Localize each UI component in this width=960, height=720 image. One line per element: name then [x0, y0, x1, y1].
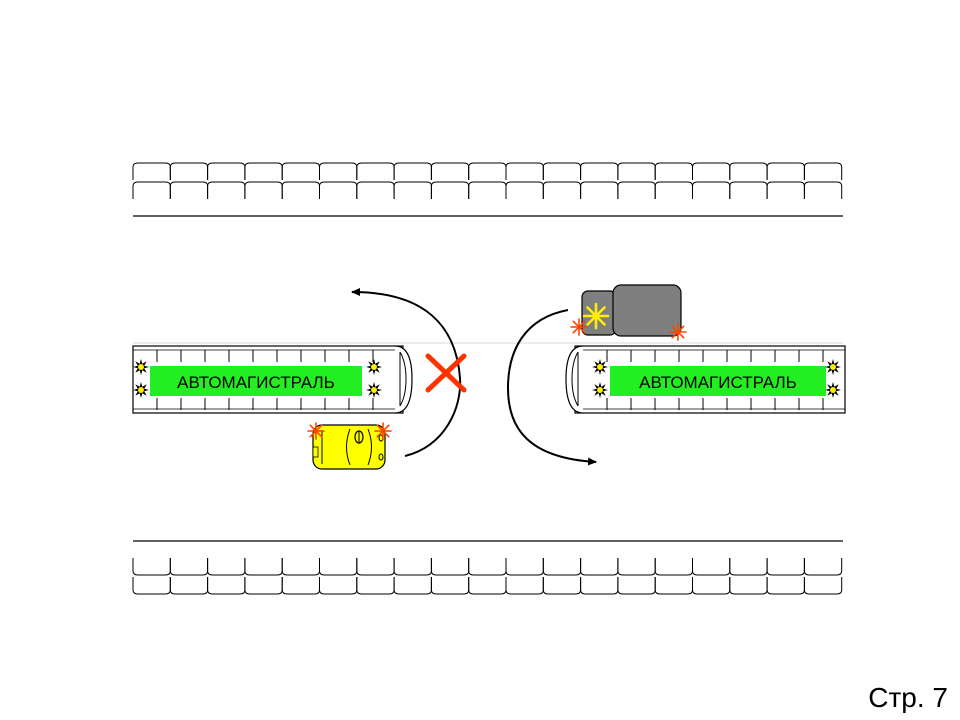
top-parking-row: [132, 162, 843, 199]
parking-space: [430, 577, 470, 595]
parking-space: [169, 577, 209, 595]
parking-space: [281, 577, 320, 595]
parking-space: [207, 558, 246, 576]
parking-space: [580, 558, 619, 576]
parking-space: [803, 181, 843, 199]
parking-space: [468, 181, 507, 199]
parking-space: [692, 181, 731, 199]
parking-space: [468, 162, 507, 180]
hazard-light-bursts: [307, 302, 687, 440]
parking-space: [542, 577, 582, 595]
parking-space: [617, 162, 656, 180]
parking-space: [766, 558, 805, 576]
parking-space: [654, 577, 693, 595]
parking-space: [356, 181, 395, 199]
yellow-car: [312, 424, 386, 470]
parking-space: [132, 558, 171, 576]
parking-space: [319, 181, 358, 199]
hazard-burst-icon: [570, 318, 588, 336]
parking-space: [505, 181, 544, 199]
hazard-burst-icon: [374, 422, 392, 440]
parking-space: [244, 558, 283, 576]
parking-space: [617, 558, 656, 576]
parking-space: [319, 162, 358, 180]
parking-space: [356, 162, 395, 180]
parking-space: [132, 181, 171, 199]
parking-space: [169, 162, 209, 180]
parking-space: [803, 558, 843, 576]
parking-space: [169, 181, 209, 199]
parking-space: [244, 577, 283, 595]
parking-space: [729, 577, 768, 595]
parking-space: [281, 558, 320, 576]
left-u-turn-arrow: [351, 288, 462, 457]
parking-space: [430, 558, 470, 576]
parking-space: [542, 181, 582, 199]
parking-space: [766, 181, 805, 199]
parking-space: [729, 181, 768, 199]
parking-space: [468, 558, 507, 576]
parking-space: [505, 162, 544, 180]
left-highway-sign-label: АВТОМАГИСТРАЛЬ: [177, 373, 335, 392]
page-number: Стр. 7: [868, 682, 948, 713]
right-highway-sign-label: АВТОМАГИСТРАЛЬ: [639, 373, 797, 392]
parking-space: [654, 162, 693, 180]
parking-space: [430, 162, 470, 180]
left-highway-sign: [150, 366, 362, 396]
parking-space: [132, 162, 171, 180]
parking-space: [207, 162, 246, 180]
parking-space: [803, 577, 843, 595]
parking-space: [617, 577, 656, 595]
bottom-parking-row: [132, 558, 843, 595]
parking-space: [393, 181, 432, 199]
parking-space: [505, 558, 544, 576]
parking-space: [319, 558, 358, 576]
parking-space: [580, 162, 619, 180]
parking-space: [692, 162, 731, 180]
parking-space: [580, 577, 619, 595]
parking-space: [505, 577, 544, 595]
parking-space: [393, 558, 432, 576]
parking-space: [207, 577, 246, 595]
parking-space: [692, 577, 731, 595]
parking-space: [654, 558, 693, 576]
parking-space: [281, 181, 320, 199]
parking-space: [692, 558, 731, 576]
parking-space: [244, 162, 283, 180]
parking-space: [430, 181, 470, 199]
parking-space: [542, 162, 582, 180]
parking-space: [766, 577, 805, 595]
parking-space: [393, 162, 432, 180]
hazard-burst-icon: [669, 323, 687, 341]
right-u-turn-arrow: [506, 309, 597, 466]
parking-space: [654, 181, 693, 199]
parking-space: [281, 162, 320, 180]
parking-space: [803, 162, 843, 180]
parking-space: [207, 181, 246, 199]
parking-space: [542, 558, 582, 576]
prohibition-cross-icon: [425, 353, 467, 393]
parking-space: [729, 558, 768, 576]
hazard-burst-icon: [582, 302, 610, 330]
parking-space: [356, 577, 395, 595]
parking-space: [580, 181, 619, 199]
parking-space: [617, 181, 656, 199]
parking-space: [244, 181, 283, 199]
hazard-burst-icon: [307, 422, 325, 440]
parking-space: [393, 577, 432, 595]
parking-space: [468, 577, 507, 595]
parking-space: [766, 162, 805, 180]
right-highway-sign: [610, 366, 826, 396]
median-lights: [133, 359, 841, 398]
parking-space: [356, 558, 395, 576]
parking-space: [169, 558, 209, 576]
parking-space: [729, 162, 768, 180]
parking-space: [132, 577, 171, 595]
parking-space: [319, 577, 358, 595]
